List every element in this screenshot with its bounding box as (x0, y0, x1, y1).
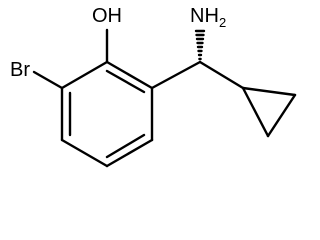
benzene-ring (60, 60, 154, 168)
ring-bond-c6-c1 (60, 60, 109, 90)
molecule-drawing: OH Br NH 2 (10, 5, 297, 168)
hashed-wedge-bond (194, 29, 206, 61)
bond-c2-stereocenter (150, 60, 202, 90)
ring-bond-c1-c2 (105, 60, 154, 90)
double-bond-inner-2 (105, 133, 146, 159)
ring-bond-c4-c5 (60, 138, 109, 168)
bromine-label: Br (10, 59, 30, 81)
structure-canvas: OH Br NH 2 (10, 5, 297, 168)
bond-stereocenter-cyclopropyl (198, 60, 245, 90)
double-bond-inner-1 (105, 69, 146, 94)
amine-subscript: 2 (219, 15, 226, 30)
ring-bond-c3-c4 (105, 138, 154, 168)
amine-label: NH (190, 5, 219, 27)
cyclopropyl-bond-3 (241, 86, 297, 97)
cyclopropyl-bond-1 (241, 86, 270, 138)
hydroxyl-label: OH (92, 5, 122, 27)
cyclopropyl-ring (241, 86, 297, 138)
bond-c6-br (32, 70, 64, 90)
cyclopropyl-bond-2 (266, 93, 297, 138)
